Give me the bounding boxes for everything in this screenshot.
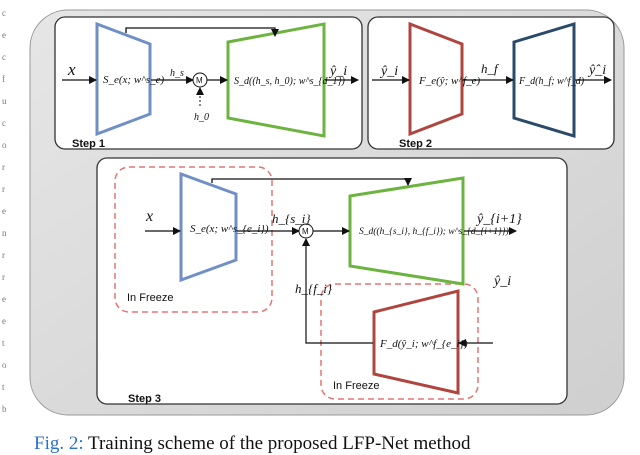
margin-glyph: r bbox=[2, 162, 5, 172]
margin-glyph: c bbox=[2, 118, 6, 128]
margin-glyph: o bbox=[2, 360, 7, 370]
step3-panel: x S_e(x; w^s_{e_i}) h_{s_i} M S_d((h_{s_… bbox=[96, 157, 568, 405]
figure-caption: Fig. 2: Training scheme of the proposed … bbox=[34, 433, 470, 455]
training-scheme-diagram: x S_e(x; w^s_e) h_s M h_0 S_d((h_s, h_0)… bbox=[29, 9, 625, 416]
step3-feedback-path bbox=[302, 238, 373, 344]
step2-decoder-block bbox=[512, 21, 576, 139]
margin-glyph: e bbox=[2, 30, 6, 40]
margin-glyph: f bbox=[2, 74, 5, 84]
margin-glyph: e bbox=[2, 206, 6, 216]
step3-merge-label: M bbox=[302, 227, 309, 236]
step3-feedback-input-label: ŷ_i bbox=[492, 274, 511, 289]
margin-glyph: c bbox=[2, 8, 6, 18]
step2-input-label: ŷ_i bbox=[379, 64, 398, 79]
step3-decoder-block bbox=[348, 176, 465, 286]
step3-output-label: ŷ_{i+1} bbox=[475, 212, 522, 227]
step1-decoder-block bbox=[226, 22, 326, 138]
step1-decoder-label: S_d((h_s, h_0); w^s_{d_1}) bbox=[234, 76, 345, 87]
step3-freeze-label-encoder: In Freeze bbox=[127, 292, 173, 304]
step3-feedback-feat-label: h_{f_i} bbox=[295, 281, 333, 296]
step1-input-label: x bbox=[67, 60, 76, 79]
step2-title: Step 2 bbox=[399, 138, 432, 150]
caption-text: Training scheme of the proposed LFP-Net … bbox=[83, 433, 471, 454]
step3-encoder-label: S_e(x; w^s_{e_i}) bbox=[190, 223, 269, 235]
margin-glyph: u bbox=[2, 96, 7, 106]
margin-glyph: r bbox=[2, 250, 5, 260]
step3-feat-label: h_{s_i} bbox=[272, 211, 311, 226]
step1-panel: x S_e(x; w^s_e) h_s M h_0 S_d((h_s, h_0)… bbox=[54, 16, 363, 150]
step3-freeze-region-feedback bbox=[320, 283, 479, 400]
step1-encoder-label: S_e(x; w^s_e) bbox=[103, 74, 164, 86]
margin-glyph: b bbox=[2, 404, 7, 414]
step2-encoder-block bbox=[408, 21, 464, 137]
step2-decoder-label: F_d(h_f; w^f_d) bbox=[518, 76, 585, 87]
margin-glyph: e bbox=[2, 294, 6, 304]
margin-glyph: e bbox=[2, 316, 6, 326]
step2-output-label: ŷ̂_i bbox=[587, 63, 606, 78]
margin-glyph: r bbox=[2, 184, 5, 194]
margin-glyph: n bbox=[2, 228, 7, 238]
step3-freeze-region-encoder bbox=[114, 166, 273, 313]
step2-panel: ŷ_i F_e(ŷ; w^f_e) h_f F_d(h_f; w^f_d) ŷ̂… bbox=[367, 16, 615, 150]
step2-encoder-label: F_e(ŷ; w^f_e) bbox=[418, 75, 480, 87]
margin-glyph: t bbox=[2, 338, 5, 348]
step1-feat-label: h_s bbox=[170, 68, 184, 79]
step1-h0-label: h_0 bbox=[194, 112, 209, 123]
step2-feat-label: h_f bbox=[481, 61, 500, 76]
step3-skip-connection bbox=[211, 178, 412, 186]
step1-output-label: ŷ_i bbox=[328, 64, 347, 79]
margin-glyph: t bbox=[2, 382, 5, 392]
step3-title: Step 3 bbox=[128, 393, 161, 405]
margin-glyph: r bbox=[2, 272, 5, 282]
step1-encoder-block bbox=[95, 21, 152, 137]
step3-feedback-encoder-label: F_d(ŷ_i; w^f_{e_i}) bbox=[379, 338, 468, 350]
step3-feedback-encoder-block bbox=[372, 289, 460, 395]
step3-freeze-label-feedback: In Freeze bbox=[333, 380, 379, 392]
step3-decoder-label: S_d((h_{s_i}, h_{f_i}); w^s_{d_{i+1}}) bbox=[359, 226, 509, 237]
step3-encoder-block bbox=[179, 171, 238, 283]
margin-glyph: c bbox=[2, 52, 6, 62]
step1-merge-label: M bbox=[196, 76, 203, 85]
margin-glyph: o bbox=[2, 140, 7, 150]
step1-skip-connection bbox=[125, 27, 279, 37]
step3-input-label: x bbox=[145, 208, 153, 225]
caption-fig-label: Fig. 2: bbox=[34, 433, 84, 454]
step1-title: Step 1 bbox=[72, 138, 105, 150]
